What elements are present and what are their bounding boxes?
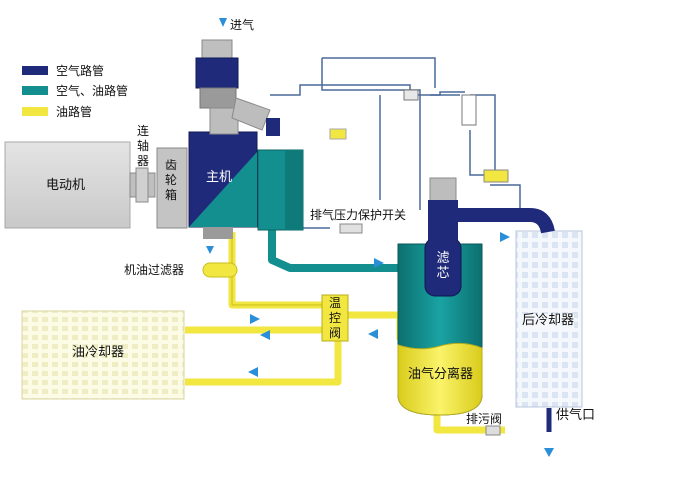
legend-air-oil-pipe: 空气、油路管 (22, 82, 128, 98)
control-lines (270, 57, 521, 229)
legend-oil-pipe: 油路管 (22, 103, 92, 119)
legend-air-pipe: 空气路管 (22, 62, 104, 78)
intake-valve (195, 39, 280, 136)
thermo-valve (321, 294, 349, 342)
air-outlet-label: 供气口 (556, 408, 596, 423)
valve-icon (485, 425, 501, 436)
drain-valve-label: 排污阀 (466, 412, 503, 426)
valve-icon (339, 223, 363, 234)
coupling-label: 连轴器 (136, 124, 149, 168)
valve-icon (403, 89, 419, 101)
legend-swatch-air (22, 65, 48, 75)
solenoid-valve-icon (461, 94, 477, 126)
legend-label-air: 空气路管 (56, 63, 105, 78)
oil-filter (202, 262, 238, 278)
main-unit (188, 131, 304, 239)
motor-label: 电动机 (46, 178, 86, 193)
air-pipes (458, 208, 555, 234)
oil-gas-separator (397, 177, 483, 416)
gearbox-label: 齿轮箱 (164, 158, 177, 202)
motor (4, 141, 131, 229)
valve-icons (329, 89, 509, 436)
exhaust-switch-label: 排气压力保护开关 (310, 208, 407, 222)
oil-filter-label: 机油过滤器 (124, 263, 185, 277)
after-cooler-label: 后冷却器 (522, 313, 575, 328)
legend-label-oil: 油路管 (56, 104, 93, 119)
gearbox (156, 147, 188, 229)
filter-core-label: 滤芯 (436, 251, 450, 281)
oil-cooler (21, 310, 185, 400)
legend-swatch-air-oil (22, 85, 48, 95)
legend-swatch-oil (22, 106, 48, 116)
legend-label-air-oil: 空气、油路管 (56, 83, 129, 98)
valve-icon (483, 169, 509, 183)
flow-arrow-icon (206, 18, 554, 457)
thermo-valve-label: 温控阀 (328, 296, 341, 340)
valve-icon (329, 128, 347, 140)
oil-cooler-label: 油冷却器 (72, 345, 125, 360)
intake-label: 进气 (230, 18, 255, 32)
separator-label: 油气分离器 (408, 367, 474, 382)
main-unit-label: 主机 (206, 170, 233, 185)
